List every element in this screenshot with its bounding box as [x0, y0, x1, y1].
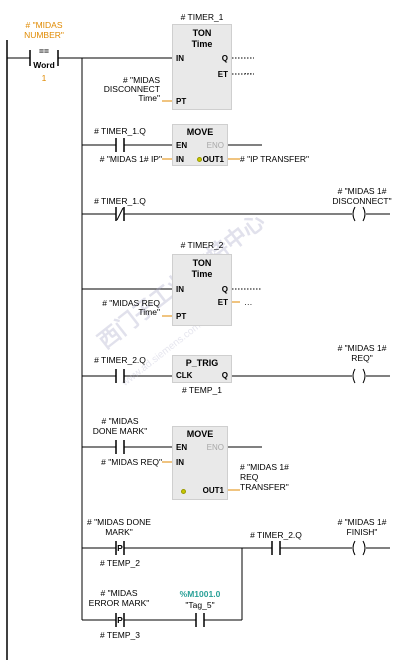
ptrig-pin-q: Q	[221, 371, 228, 380]
timer1-pin-et: ET	[217, 70, 228, 79]
move2-block[interactable]: MOVE EN ENO IN OUT1	[172, 426, 228, 500]
branch-contact-tag: # "MIDAS ERROR MARK"	[88, 588, 150, 608]
compare-symbol[interactable]: ==	[39, 46, 49, 56]
branch-contact-name: "Tag_5"	[185, 600, 215, 610]
rung3-coil-tag: # "MIDAS 1# DISCONNECT"	[332, 186, 392, 206]
timer1-block[interactable]: TON Time IN Q ET PT	[172, 24, 232, 110]
move2-out-tag: # "MIDAS 1# REQ TRANSFER"	[240, 462, 289, 492]
timer2-block[interactable]: TON Time IN Q ET PT	[172, 254, 232, 326]
timer2-pin-in: IN	[176, 285, 184, 294]
timer1-pin-q: Q	[221, 54, 228, 63]
timer1-instance[interactable]: # TIMER_1	[180, 12, 224, 22]
ptrig-contact-tag: # TIMER_2.Q	[94, 355, 146, 365]
move1-out-dot-icon	[197, 157, 202, 162]
move2-out-dot-icon	[181, 489, 186, 494]
move2-pin-out1: OUT1	[202, 486, 224, 495]
branch-contact-addr: %M1001.0	[179, 589, 221, 599]
ptrig-pin-clk: CLK	[176, 371, 193, 380]
ptrig-mem-tag: # TEMP_1	[181, 385, 222, 395]
move1-pin-eno: ENO	[206, 141, 224, 150]
ptrig-coil-tag: # "MIDAS 1# REQ"	[337, 343, 387, 363]
timer1-type: TON	[192, 28, 212, 38]
move2-pin-in: IN	[176, 458, 184, 467]
timer1-type-time: Time	[191, 39, 213, 49]
timer1-pt-tag: # "MIDAS DISCONNECT Time"	[103, 75, 160, 103]
timer2-type-time: Time	[191, 269, 213, 279]
branch-contact-mem: # TEMP_3	[99, 630, 140, 640]
compare-value: 1	[41, 73, 47, 83]
branch-contact-p: P	[117, 615, 123, 625]
rung7-contact1-tag: # "MIDAS DONE MARK"	[87, 517, 151, 537]
timer1-pin-pt: PT	[176, 97, 187, 106]
timer2-et-value: …	[244, 297, 253, 307]
timer2-type: TON	[192, 258, 212, 268]
move1-contact-tag: # TIMER_1.Q	[94, 126, 146, 136]
rung7-contact2-tag: # TIMER_2.Q	[250, 530, 302, 540]
timer2-pt-tag: # "MIDAS REQ Time"	[102, 298, 160, 317]
move2-in-tag: # "MIDAS REQ"	[101, 457, 162, 467]
compare-type[interactable]: Word	[33, 60, 55, 70]
move1-out-tag: # "IP TRANSFER"	[240, 154, 310, 164]
move2-title: MOVE	[186, 429, 214, 439]
rung7-contact1-mem: # TEMP_2	[99, 558, 140, 568]
move2-pin-eno: ENO	[206, 443, 224, 452]
move1-title: MOVE	[186, 127, 214, 137]
timer2-instance[interactable]: # TIMER_2	[180, 240, 224, 250]
move1-pin-out1: OUT1	[202, 155, 224, 164]
compare-operand-tag: # "MIDAS NUMBER"	[24, 20, 64, 40]
timer2-pin-pt: PT	[176, 312, 187, 321]
move1-pin-en: EN	[176, 141, 188, 150]
move1-in-tag: # "MIDAS 1# IP"	[99, 154, 162, 164]
move1-block[interactable]: MOVE EN ENO IN OUT1	[172, 124, 228, 166]
move2-pin-en: EN	[176, 443, 188, 452]
rung7-coil-tag: # "MIDAS 1# FINISH"	[337, 517, 387, 537]
timer1-et-value: …	[244, 66, 253, 76]
rung7-contact1-p: P	[117, 543, 123, 553]
timer2-pin-q: Q	[221, 285, 228, 294]
ptrig-title: P_TRIG	[185, 358, 219, 368]
timer2-pin-et: ET	[217, 298, 228, 307]
move1-pin-in: IN	[176, 155, 184, 164]
move2-contact-tag: # "MIDAS DONE MARK"	[92, 416, 148, 436]
ptrig-block[interactable]: P_TRIG CLK Q	[172, 355, 232, 383]
timer1-pin-in: IN	[176, 54, 184, 63]
rung3-contact-tag: # TIMER_1.Q	[94, 196, 146, 206]
